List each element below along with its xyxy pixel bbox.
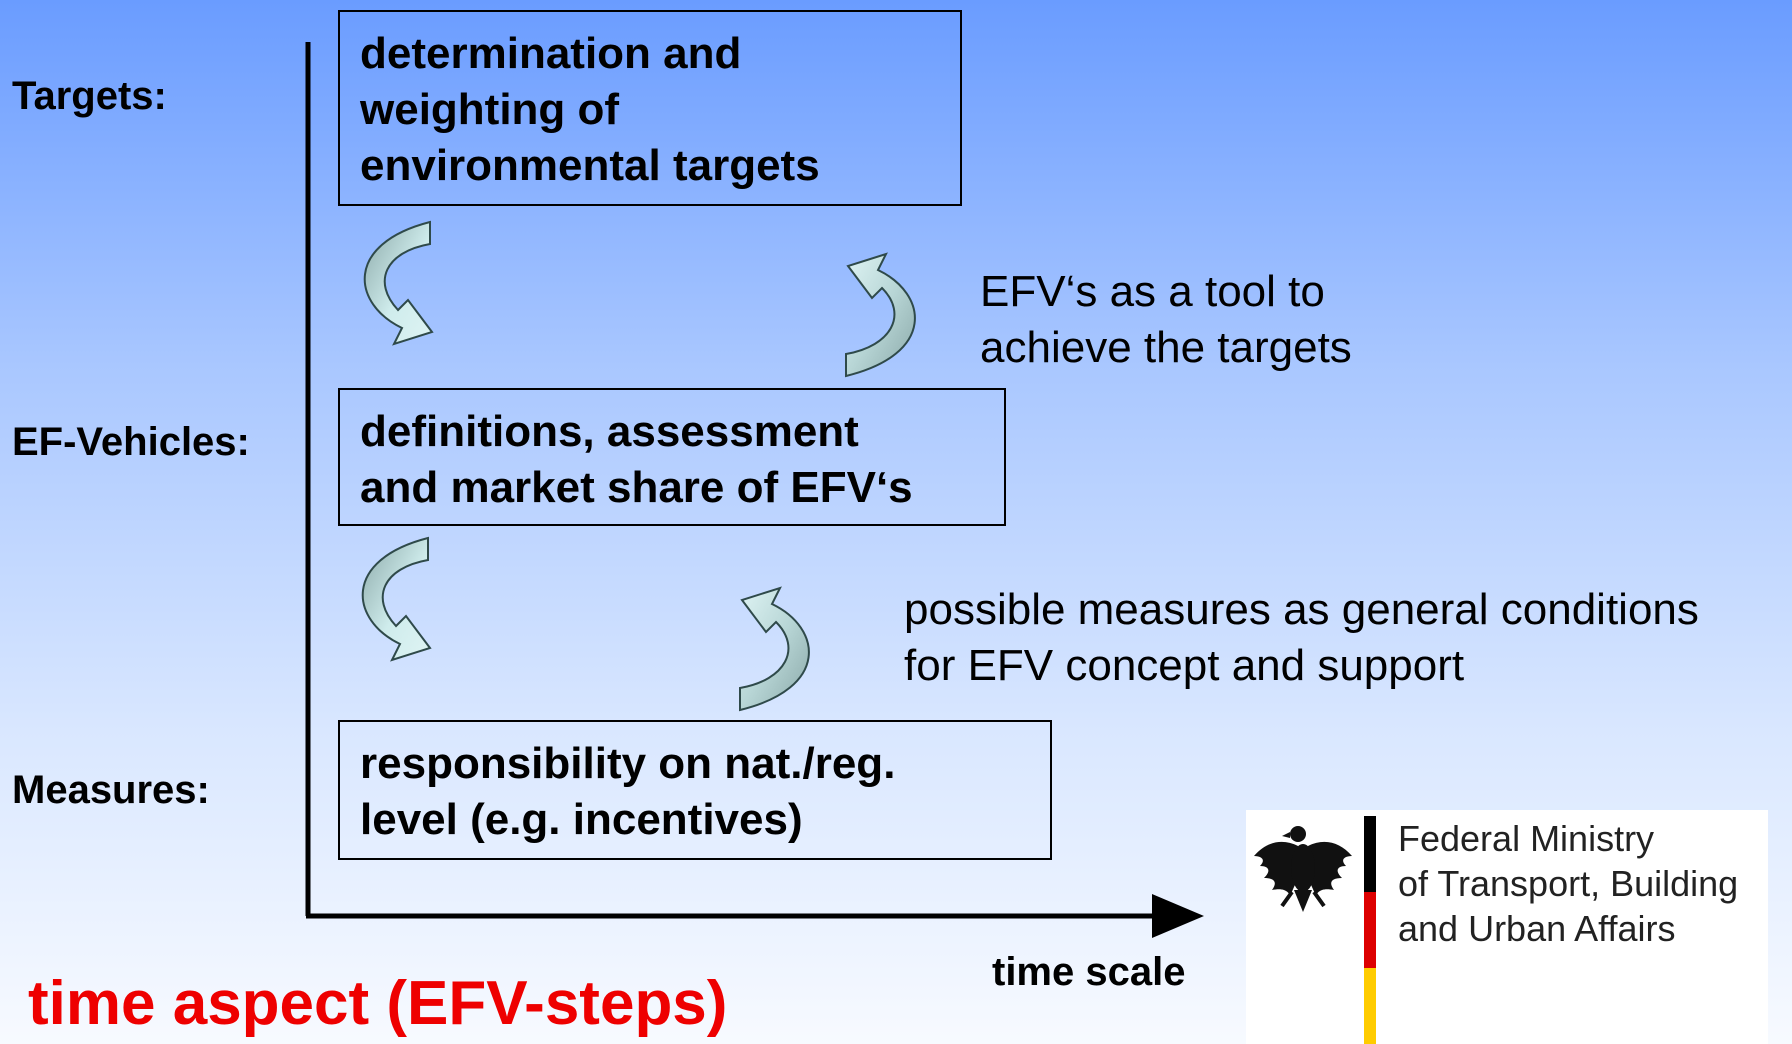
down-curved-arrow-icon: [363, 220, 434, 346]
row-label-targets: Targets:: [12, 74, 167, 118]
up-curved-arrow-icon: [845, 252, 916, 378]
german-flag-bar: [1364, 816, 1376, 1044]
slide-subtitle: time aspect (EFV-steps): [28, 969, 728, 1038]
row-label-vehicles: EF-Vehicles:: [12, 420, 250, 464]
measures-box: responsibility on nat./reg. level (e.g. …: [338, 720, 1052, 860]
up-curved-arrow-icon: [739, 586, 810, 712]
time-scale-label: time scale: [992, 950, 1186, 994]
down-curved-arrow-icon: [361, 536, 432, 662]
row-label-measures: Measures:: [12, 768, 210, 812]
time-axis-arrowhead: [1152, 894, 1204, 938]
ministry-logo: Federal Ministry of Transport, Building …: [1246, 810, 1768, 1044]
targets-box: determination and weighting of environme…: [338, 10, 962, 206]
flag-black-stripe: [1364, 816, 1376, 892]
flag-red-stripe: [1364, 892, 1376, 968]
note-efv-tool: EFV‘s as a tool to achieve the targets: [980, 267, 1352, 372]
ministry-name: Federal Ministry of Transport, Building …: [1398, 818, 1739, 949]
vehicles-box: definitions, assessment and market share…: [338, 388, 1006, 526]
federal-eagle-icon: [1254, 826, 1352, 912]
flag-gold-stripe: [1364, 968, 1376, 1044]
note-possible-measures: possible measures as general conditions …: [904, 585, 1699, 690]
